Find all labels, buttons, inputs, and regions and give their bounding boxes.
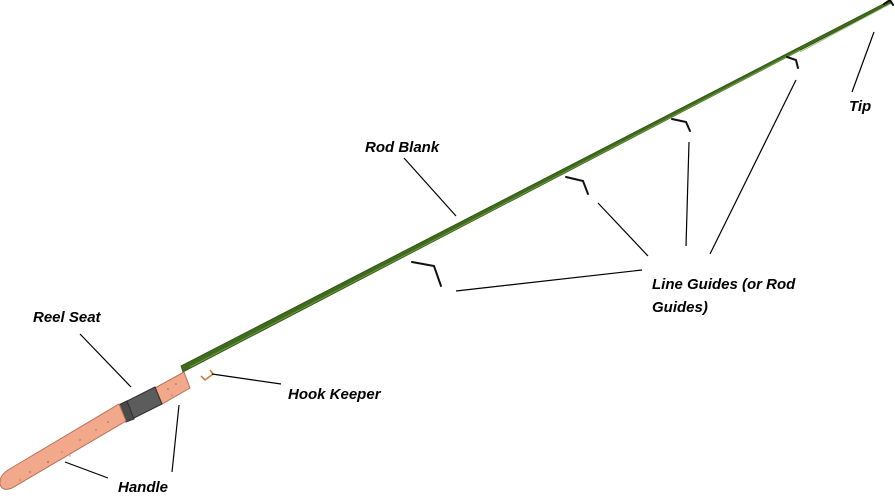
cork-speck bbox=[171, 394, 173, 396]
leader-line-guide-2 bbox=[597, 202, 649, 257]
handle-grip bbox=[0, 403, 127, 490]
leader-handle-1 bbox=[64, 461, 109, 479]
leader-reel-seat bbox=[79, 333, 132, 388]
leader-line-guide-1 bbox=[455, 269, 643, 292]
hook-keeper bbox=[200, 369, 215, 382]
cork-speck bbox=[69, 455, 71, 457]
labels: Tip Rod Blank Line Guides (or Rod Guides… bbox=[33, 98, 871, 496]
cork-speck bbox=[29, 471, 31, 473]
leader-line-guide-4 bbox=[709, 79, 797, 255]
tip-top-icon bbox=[883, 0, 894, 6]
reel-seat bbox=[118, 386, 163, 423]
cork-speck bbox=[47, 461, 49, 463]
label-rod-blank: Rod Blank bbox=[365, 139, 440, 156]
label-reel-seat: Reel Seat bbox=[33, 309, 102, 326]
tip-top bbox=[883, 0, 894, 6]
label-tip: Tip bbox=[849, 98, 871, 115]
handle-cork bbox=[0, 403, 127, 490]
leader-lines bbox=[64, 31, 875, 479]
line-guide-1 bbox=[411, 261, 442, 287]
line-guide-3 bbox=[671, 118, 691, 132]
cork-speck bbox=[19, 479, 21, 481]
cork-speck bbox=[61, 451, 63, 453]
cork-speck bbox=[95, 429, 97, 431]
cork-speck bbox=[167, 388, 169, 390]
label-hook-keeper: Hook Keeper bbox=[288, 386, 382, 403]
cork-speck bbox=[107, 421, 109, 423]
rod-blank-highlight bbox=[189, 49, 801, 368]
label-handle: Handle bbox=[118, 479, 168, 496]
leader-rod-blank bbox=[403, 157, 457, 217]
cork-speck bbox=[79, 439, 81, 441]
leader-handle-2 bbox=[171, 404, 180, 473]
line-guide-4 bbox=[786, 56, 799, 69]
rod-tip-thin bbox=[799, 3, 891, 53]
leader-hook-keeper bbox=[211, 373, 282, 385]
rod-blank bbox=[180, 0, 892, 373]
leader-line-guide-3 bbox=[685, 141, 690, 247]
label-line-guides-line2: Guides) bbox=[652, 299, 708, 316]
cork-speck bbox=[175, 383, 177, 385]
label-line-guides-line1: Line Guides (or Rod bbox=[652, 276, 796, 293]
line-guide-2 bbox=[565, 176, 589, 195]
line-guides bbox=[411, 56, 799, 287]
leader-tip bbox=[851, 31, 875, 93]
